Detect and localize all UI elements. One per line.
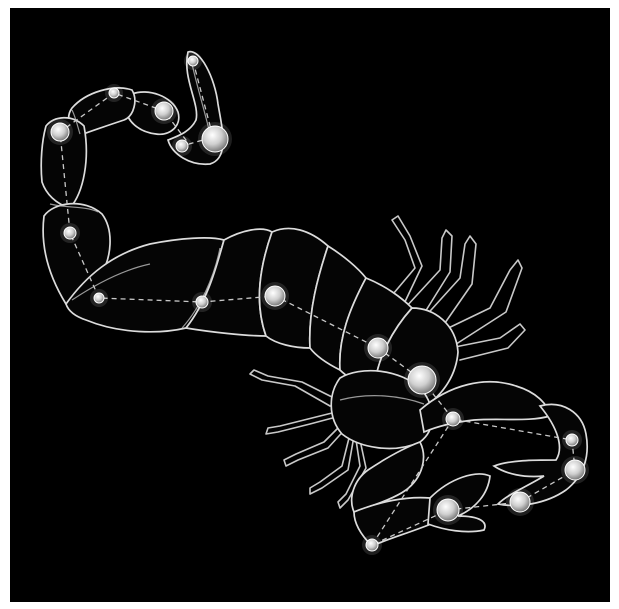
star-icon xyxy=(60,223,80,243)
star-icon xyxy=(198,122,232,156)
star-icon xyxy=(506,488,534,516)
left-claw xyxy=(352,442,490,546)
star-icon xyxy=(561,456,589,484)
star-icon xyxy=(562,430,582,450)
tail xyxy=(41,52,224,332)
star-icon xyxy=(442,408,464,430)
star-icon xyxy=(151,98,177,124)
star-icon xyxy=(362,535,382,555)
star-icon xyxy=(105,84,123,102)
star-icon xyxy=(433,495,463,525)
star-icon xyxy=(90,289,108,307)
scorpion-illustration xyxy=(10,8,610,602)
constellation-plate xyxy=(10,8,610,602)
star-icon xyxy=(364,334,392,362)
star-icon xyxy=(404,362,440,398)
star-icon xyxy=(261,282,289,310)
star-icon xyxy=(192,292,212,312)
star-icon xyxy=(172,136,192,156)
star-icon xyxy=(47,119,73,145)
star-icon xyxy=(184,52,202,70)
